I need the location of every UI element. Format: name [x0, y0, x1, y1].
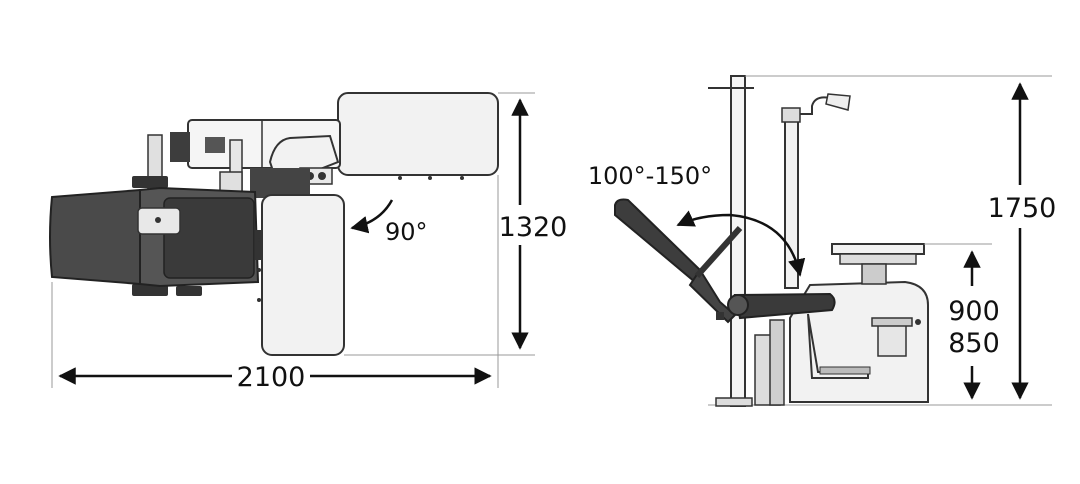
length-value: 2100 [237, 362, 306, 393]
instrument-table-side [831, 243, 925, 285]
table-height-dimension: 900 850 [924, 243, 1000, 400]
instrument-table-rotated [257, 194, 345, 356]
chair-top-view [49, 176, 263, 296]
table-height-low-value: 850 [948, 328, 1000, 359]
total-height-value: 1750 [988, 193, 1057, 224]
length-dimension: 2100 [51, 175, 499, 393]
base-unit [147, 119, 341, 216]
recline-arrow [676, 210, 806, 277]
total-height-dimension: 1750 [745, 75, 1057, 406]
width-value: 1320 [499, 212, 568, 243]
side-view: 100°-150° 1750 900 850 [588, 75, 1057, 407]
width-dimension: 1320 [344, 92, 568, 356]
rotation-angle-label: 90° [385, 218, 428, 246]
instrument-table-top [337, 92, 499, 180]
recline-angle-label: 100°-150° [588, 162, 712, 190]
top-view: 90° 2100 1320 [49, 92, 568, 393]
chair-pedestal [754, 319, 785, 406]
rotation-arrow [350, 199, 394, 234]
table-support-arm [250, 134, 340, 199]
table-height-high-value: 900 [948, 296, 1000, 327]
